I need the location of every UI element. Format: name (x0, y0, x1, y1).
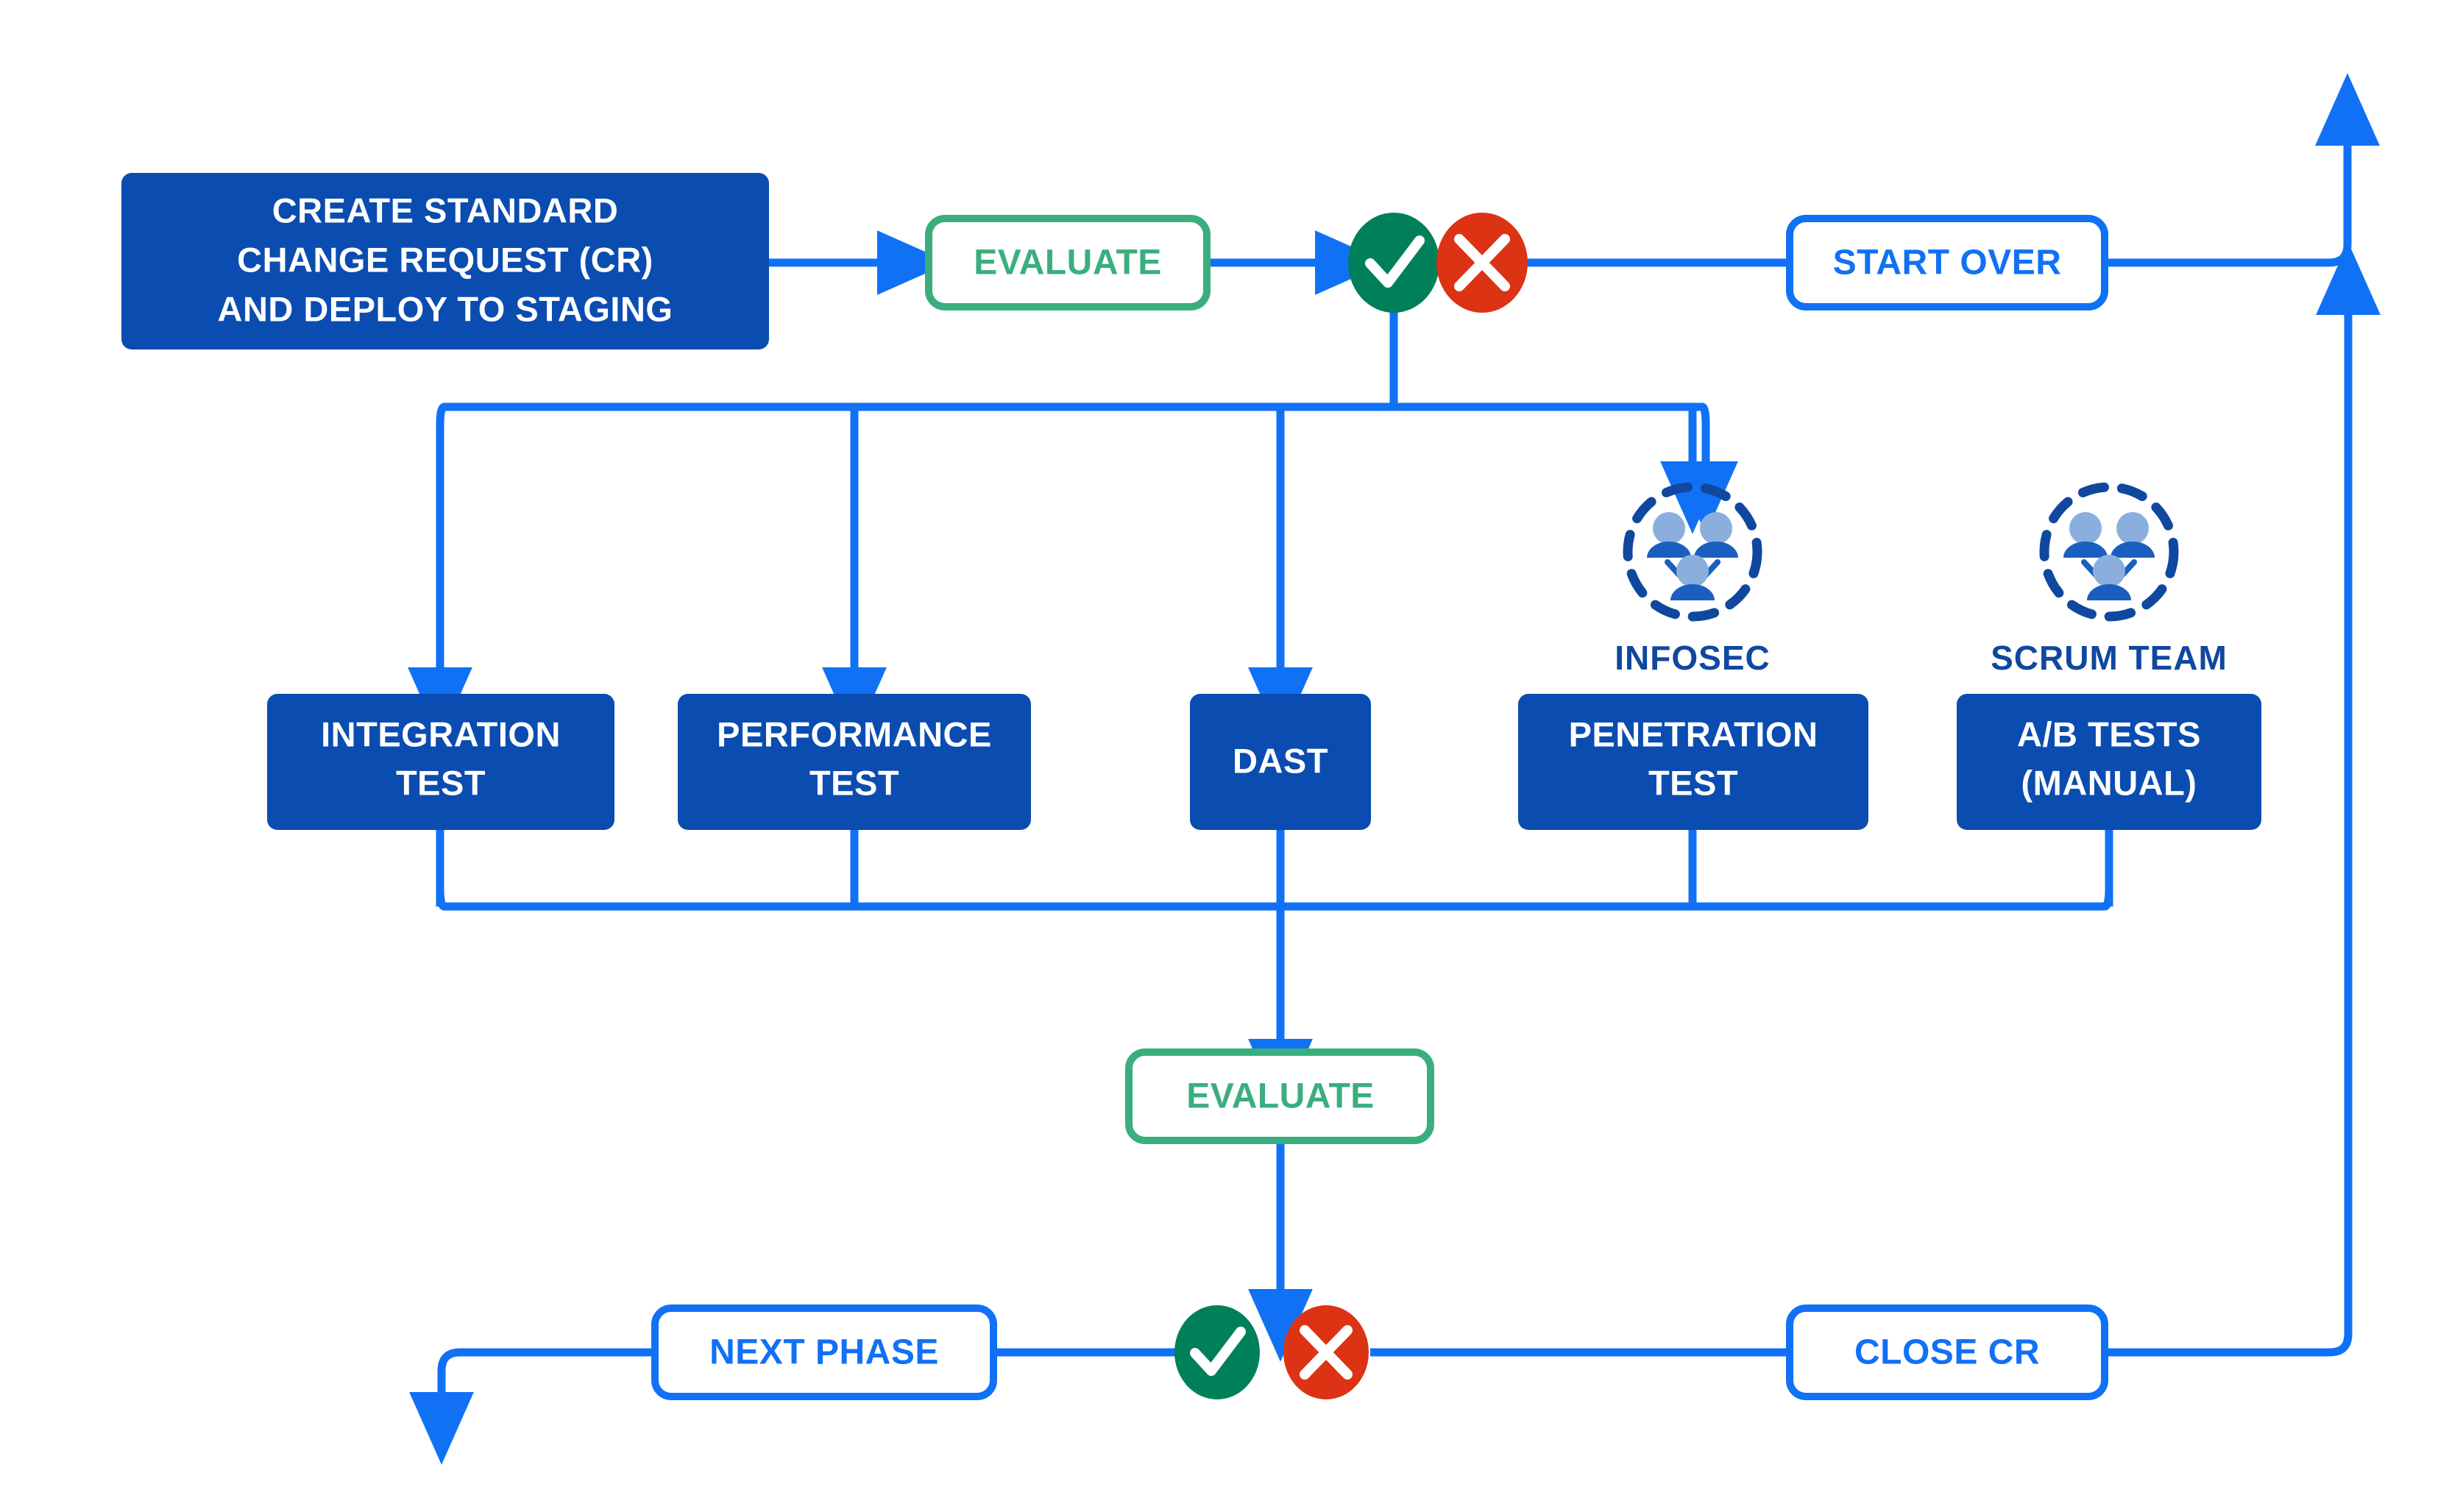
check-icon (1365, 235, 1425, 288)
status-reject-bottom[interactable] (1283, 1305, 1369, 1399)
create-cr-line-3: AND DEPLOY TO STAGING (218, 289, 673, 328)
actor-infosec[interactable]: INFOSEC (1615, 482, 1770, 677)
connector-layer (408, 73, 2381, 1465)
evaluate-bottom-label: EVALUATE (1186, 1077, 1375, 1116)
actor-layer: INFOSEC SCRUM TEAM (1615, 482, 2228, 677)
actor-scrum-team[interactable]: SCRUM TEAM (1991, 482, 2228, 677)
node-evaluate-top[interactable]: EVALUATE (925, 215, 1211, 310)
status-approve-top[interactable] (1348, 213, 1439, 313)
performance-test-line-1: PERFORMANCE (717, 714, 992, 753)
node-ab-tests[interactable]: A/B TESTS (MANUAL) (1957, 694, 2261, 830)
node-evaluate-bottom[interactable]: EVALUATE (1125, 1048, 1434, 1144)
node-next-phase[interactable]: NEXT PHASE (651, 1305, 997, 1400)
node-dast[interactable]: DAST (1190, 694, 1371, 830)
start-over-label: START OVER (1833, 244, 2062, 283)
node-create-cr[interactable]: CREATE STANDARD CHANGE REQUEST (CR) AND … (121, 173, 769, 349)
integration-test-line-1: INTEGRATION (321, 714, 561, 753)
cross-icon (1454, 234, 1510, 291)
status-reject-top[interactable] (1436, 213, 1528, 313)
ab-tests-line-2: (MANUAL) (2021, 763, 2197, 802)
ab-tests-line-1: A/B TESTS (2017, 714, 2201, 753)
performance-test-line-2: TEST (809, 763, 899, 802)
status-circle-layer (1174, 213, 1528, 1399)
evaluate-top-label: EVALUATE (974, 244, 1162, 283)
node-penetration-test[interactable]: PENETRATION TEST (1518, 694, 1868, 830)
create-cr-line-1: CREATE STANDARD (272, 191, 619, 230)
pill-node-layer: EVALUATE START OVER EVALUATE NEXT PHASE … (651, 215, 2108, 1400)
integration-test-line-2: TEST (396, 763, 486, 802)
node-close-cr[interactable]: CLOSE CR (1786, 1305, 2108, 1400)
distribution-bus-left-corner (436, 402, 447, 634)
next-phase-label: NEXT PHASE (709, 1333, 939, 1372)
team-group-icon (2039, 482, 2179, 622)
distribution-bus-right-corner (1700, 402, 1710, 464)
edge-nextphase-exit (409, 1348, 662, 1465)
penetration-test-line-1: PENETRATION (1569, 714, 1818, 753)
penetration-test-line-2: TEST (1648, 763, 1738, 802)
edge-startover-to-restart (2105, 73, 2380, 267)
node-start-over[interactable]: START OVER (1786, 215, 2108, 310)
close-cr-label: CLOSE CR (1854, 1333, 2040, 1372)
solid-node-layer: CREATE STANDARD CHANGE REQUEST (CR) AND … (121, 173, 2261, 830)
create-cr-line-2: CHANGE REQUEST (CR) (237, 240, 653, 279)
edge-closecr-to-restart (2105, 242, 2381, 1357)
node-integration-test[interactable]: INTEGRATION TEST (267, 694, 614, 830)
dast-label: DAST (1233, 741, 1328, 780)
status-approve-bottom[interactable] (1174, 1305, 1260, 1399)
node-performance-test[interactable]: PERFORMANCE TEST (678, 694, 1031, 830)
scrum-team-label: SCRUM TEAM (1991, 639, 2228, 677)
cross-icon (1300, 1325, 1353, 1380)
team-group-icon (1623, 482, 1762, 622)
infosec-label: INFOSEC (1615, 639, 1770, 677)
check-icon (1190, 1327, 1246, 1376)
